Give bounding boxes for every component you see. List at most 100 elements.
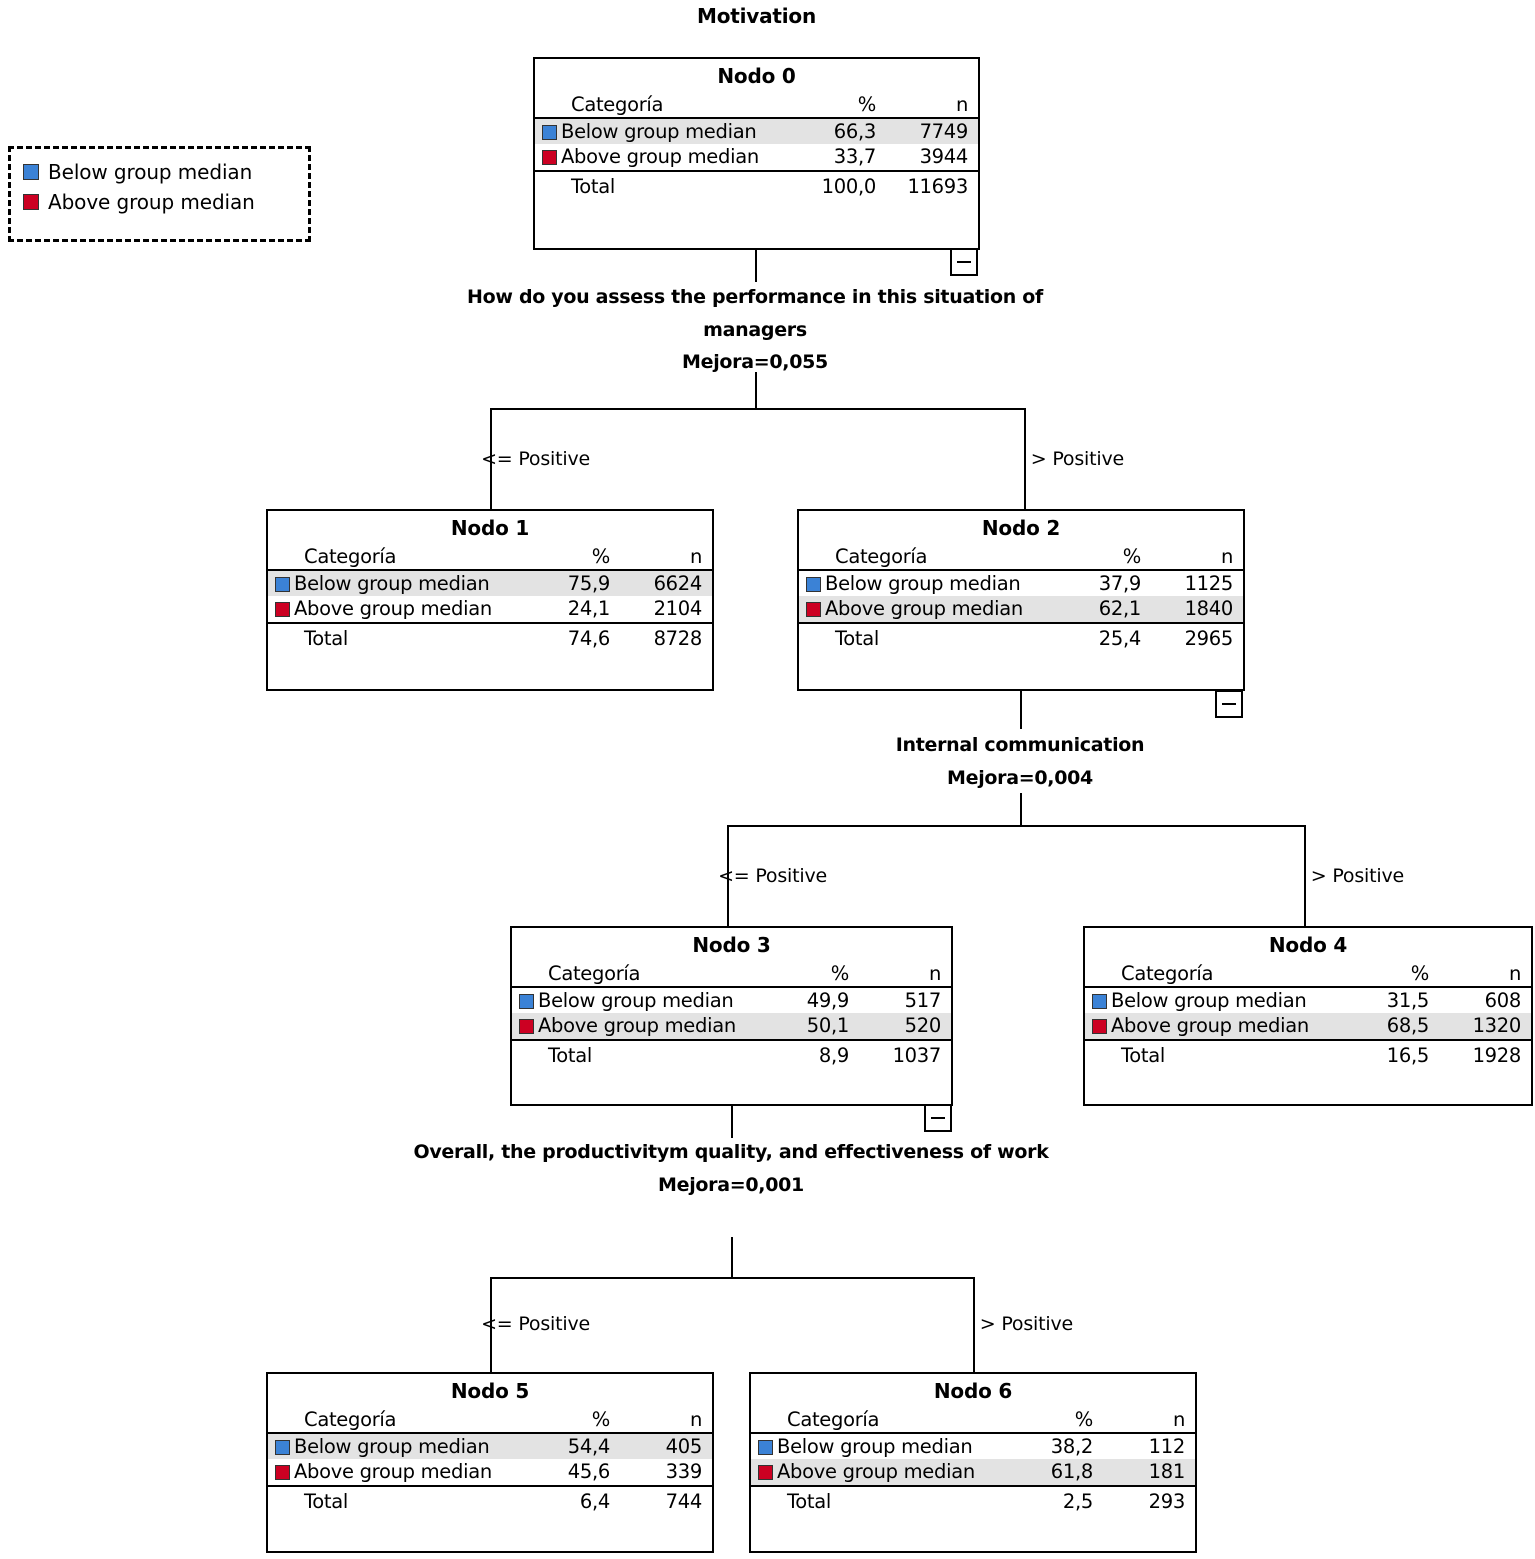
table-row: Above group median 24,1 2104 [268, 596, 712, 624]
collapse-node-0-button[interactable] [950, 248, 978, 276]
page-title: Motivation [697, 4, 816, 28]
node-title: Nodo 2 [981, 516, 1061, 540]
total-count: 744 [665, 1490, 703, 1513]
total-count: 1928 [1472, 1044, 1522, 1067]
category-percent: 66,3 [784, 118, 876, 144]
node-stats-table: Categoría % n Below group median 37,9 11… [799, 544, 1243, 651]
total-percent: 16,5 [1386, 1044, 1430, 1067]
below-group-median-swatch-icon [806, 577, 821, 592]
table-row: Above group median 33,7 3944 [535, 144, 978, 172]
category-count: 517 [904, 989, 942, 1012]
table-row: Below group median 66,3 7749 [535, 118, 978, 144]
percent-col-header: % [518, 1407, 610, 1434]
table-total-row: Total 100,0 11693 [535, 171, 978, 199]
node-stats-table: Categoría % n Below group median 38,2 11… [751, 1407, 1195, 1514]
category-percent: 49,9 [806, 989, 850, 1012]
node-stats-table: Categoría % n Below group median 75,9 66… [268, 544, 712, 651]
table-row: Above group median 50,1 520 [512, 1013, 951, 1041]
category-percent: 24,1 [518, 596, 610, 624]
total-count: 1037 [892, 1044, 942, 1067]
category-count: 1840 [1141, 596, 1243, 624]
legend: Below group median Above group median [8, 146, 311, 242]
category-label: Below group median [561, 118, 784, 144]
table-row: Above group median 68,5 1320 [1085, 1013, 1531, 1041]
table-row: Above group median 45,6 339 [268, 1459, 712, 1487]
category-percent: 68,5 [1337, 1013, 1429, 1041]
node-0[interactable]: Nodo 0 Categoría % n Below group median … [533, 57, 980, 250]
category-label: Below group median [777, 1435, 973, 1458]
collapse-node-2-button[interactable] [1215, 690, 1243, 718]
edge-to-node6 [973, 1277, 975, 1373]
category-col-header: Categoría [561, 92, 784, 119]
branch-label-left-node0: <= Positive [481, 448, 590, 470]
category-percent: 75,9 [518, 570, 610, 596]
n-col-header: n [1141, 544, 1243, 571]
category-label: Above group median [1111, 1013, 1337, 1041]
swatch-col-header [268, 544, 294, 571]
category-count: 608 [1484, 989, 1522, 1012]
category-label: Below group median [538, 989, 734, 1012]
category-count: 6624 [610, 570, 712, 596]
total-label: Total [835, 627, 880, 650]
below-group-median-swatch-icon [275, 1440, 290, 1455]
node-2[interactable]: Nodo 2 Categoría % n Below group median … [797, 509, 1245, 691]
split-label-node2: Internal communication Mejora=0,004 [820, 729, 1220, 794]
percent-col-header: % [784, 92, 876, 119]
category-col-header: Categoría [294, 1407, 518, 1434]
table-header-row: Categoría % n [799, 544, 1243, 571]
total-label: Total [1121, 1044, 1166, 1067]
total-count: 2965 [1184, 627, 1234, 650]
below-group-median-swatch-icon [23, 164, 39, 180]
above-group-median-swatch-icon [519, 1019, 534, 1034]
category-label: Above group median [825, 596, 1049, 624]
node-3[interactable]: Nodo 3 Categoría % n Below group median … [510, 926, 953, 1106]
above-group-median-swatch-icon [1092, 1019, 1107, 1034]
above-group-median-swatch-icon [275, 602, 290, 617]
node-1[interactable]: Nodo 1 Categoría % n Below group median … [266, 509, 714, 691]
category-count: 3944 [876, 144, 978, 172]
total-count: 11693 [907, 175, 968, 198]
node-6[interactable]: Nodo 6 Categoría % n Below group median … [749, 1372, 1197, 1553]
category-label: Above group median [294, 1459, 518, 1487]
branch-label-right-node0: > Positive [1030, 448, 1124, 470]
node-4[interactable]: Nodo 4 Categoría % n Below group median … [1083, 926, 1533, 1106]
table-total-row: Total 25,4 2965 [799, 623, 1243, 651]
table-total-row: Total 16,5 1928 [1085, 1040, 1531, 1068]
category-count: 520 [849, 1013, 951, 1041]
table-total-row: Total 8,9 1037 [512, 1040, 951, 1068]
category-percent: 54,4 [518, 1433, 610, 1459]
table-row: Below group median 37,9 1125 [799, 570, 1243, 596]
table-total-row: Total 2,5 293 [751, 1486, 1195, 1514]
edge-node3-down [731, 1106, 733, 1138]
category-col-header: Categoría [1111, 961, 1337, 988]
edge-node0-to-fork [755, 372, 757, 409]
edge-node2-down [1020, 691, 1022, 729]
category-label: Below group median [1111, 989, 1307, 1012]
category-col-header: Categoría [825, 544, 1049, 571]
above-group-median-swatch-icon [275, 1465, 290, 1480]
table-header-row: Categoría % n [512, 961, 951, 988]
total-label: Total [548, 1044, 593, 1067]
category-label: Below group median [294, 570, 518, 596]
table-header-row: Categoría % n [268, 1407, 712, 1434]
total-count: 293 [1148, 1490, 1186, 1513]
category-percent: 61,8 [1001, 1459, 1093, 1487]
edge-node3-to-fork [731, 1237, 733, 1278]
category-percent: 62,1 [1049, 596, 1141, 624]
legend-item-label: Above group median [48, 190, 255, 214]
split-variable: Overall, the productivitym quality, and … [413, 1141, 1049, 1163]
table-header-row: Categoría % n [1085, 961, 1531, 988]
node-5[interactable]: Nodo 5 Categoría % n Below group median … [266, 1372, 714, 1553]
collapse-node-3-button[interactable] [924, 1104, 952, 1132]
table-row: Above group median 61,8 181 [751, 1459, 1195, 1487]
split-variable: Internal communication [895, 734, 1145, 756]
swatch-col-header [535, 92, 561, 119]
legend-item-above: Above group median [23, 187, 294, 217]
n-col-header: n [610, 544, 712, 571]
fork-node3 [490, 1277, 975, 1279]
fork-node2 [727, 825, 1306, 827]
node-stats-table: Categoría % n Below group median 66,3 77… [535, 92, 978, 199]
percent-col-header: % [1337, 961, 1429, 988]
category-percent: 45,6 [518, 1459, 610, 1487]
branch-label-right-node2: > Positive [1310, 865, 1404, 887]
